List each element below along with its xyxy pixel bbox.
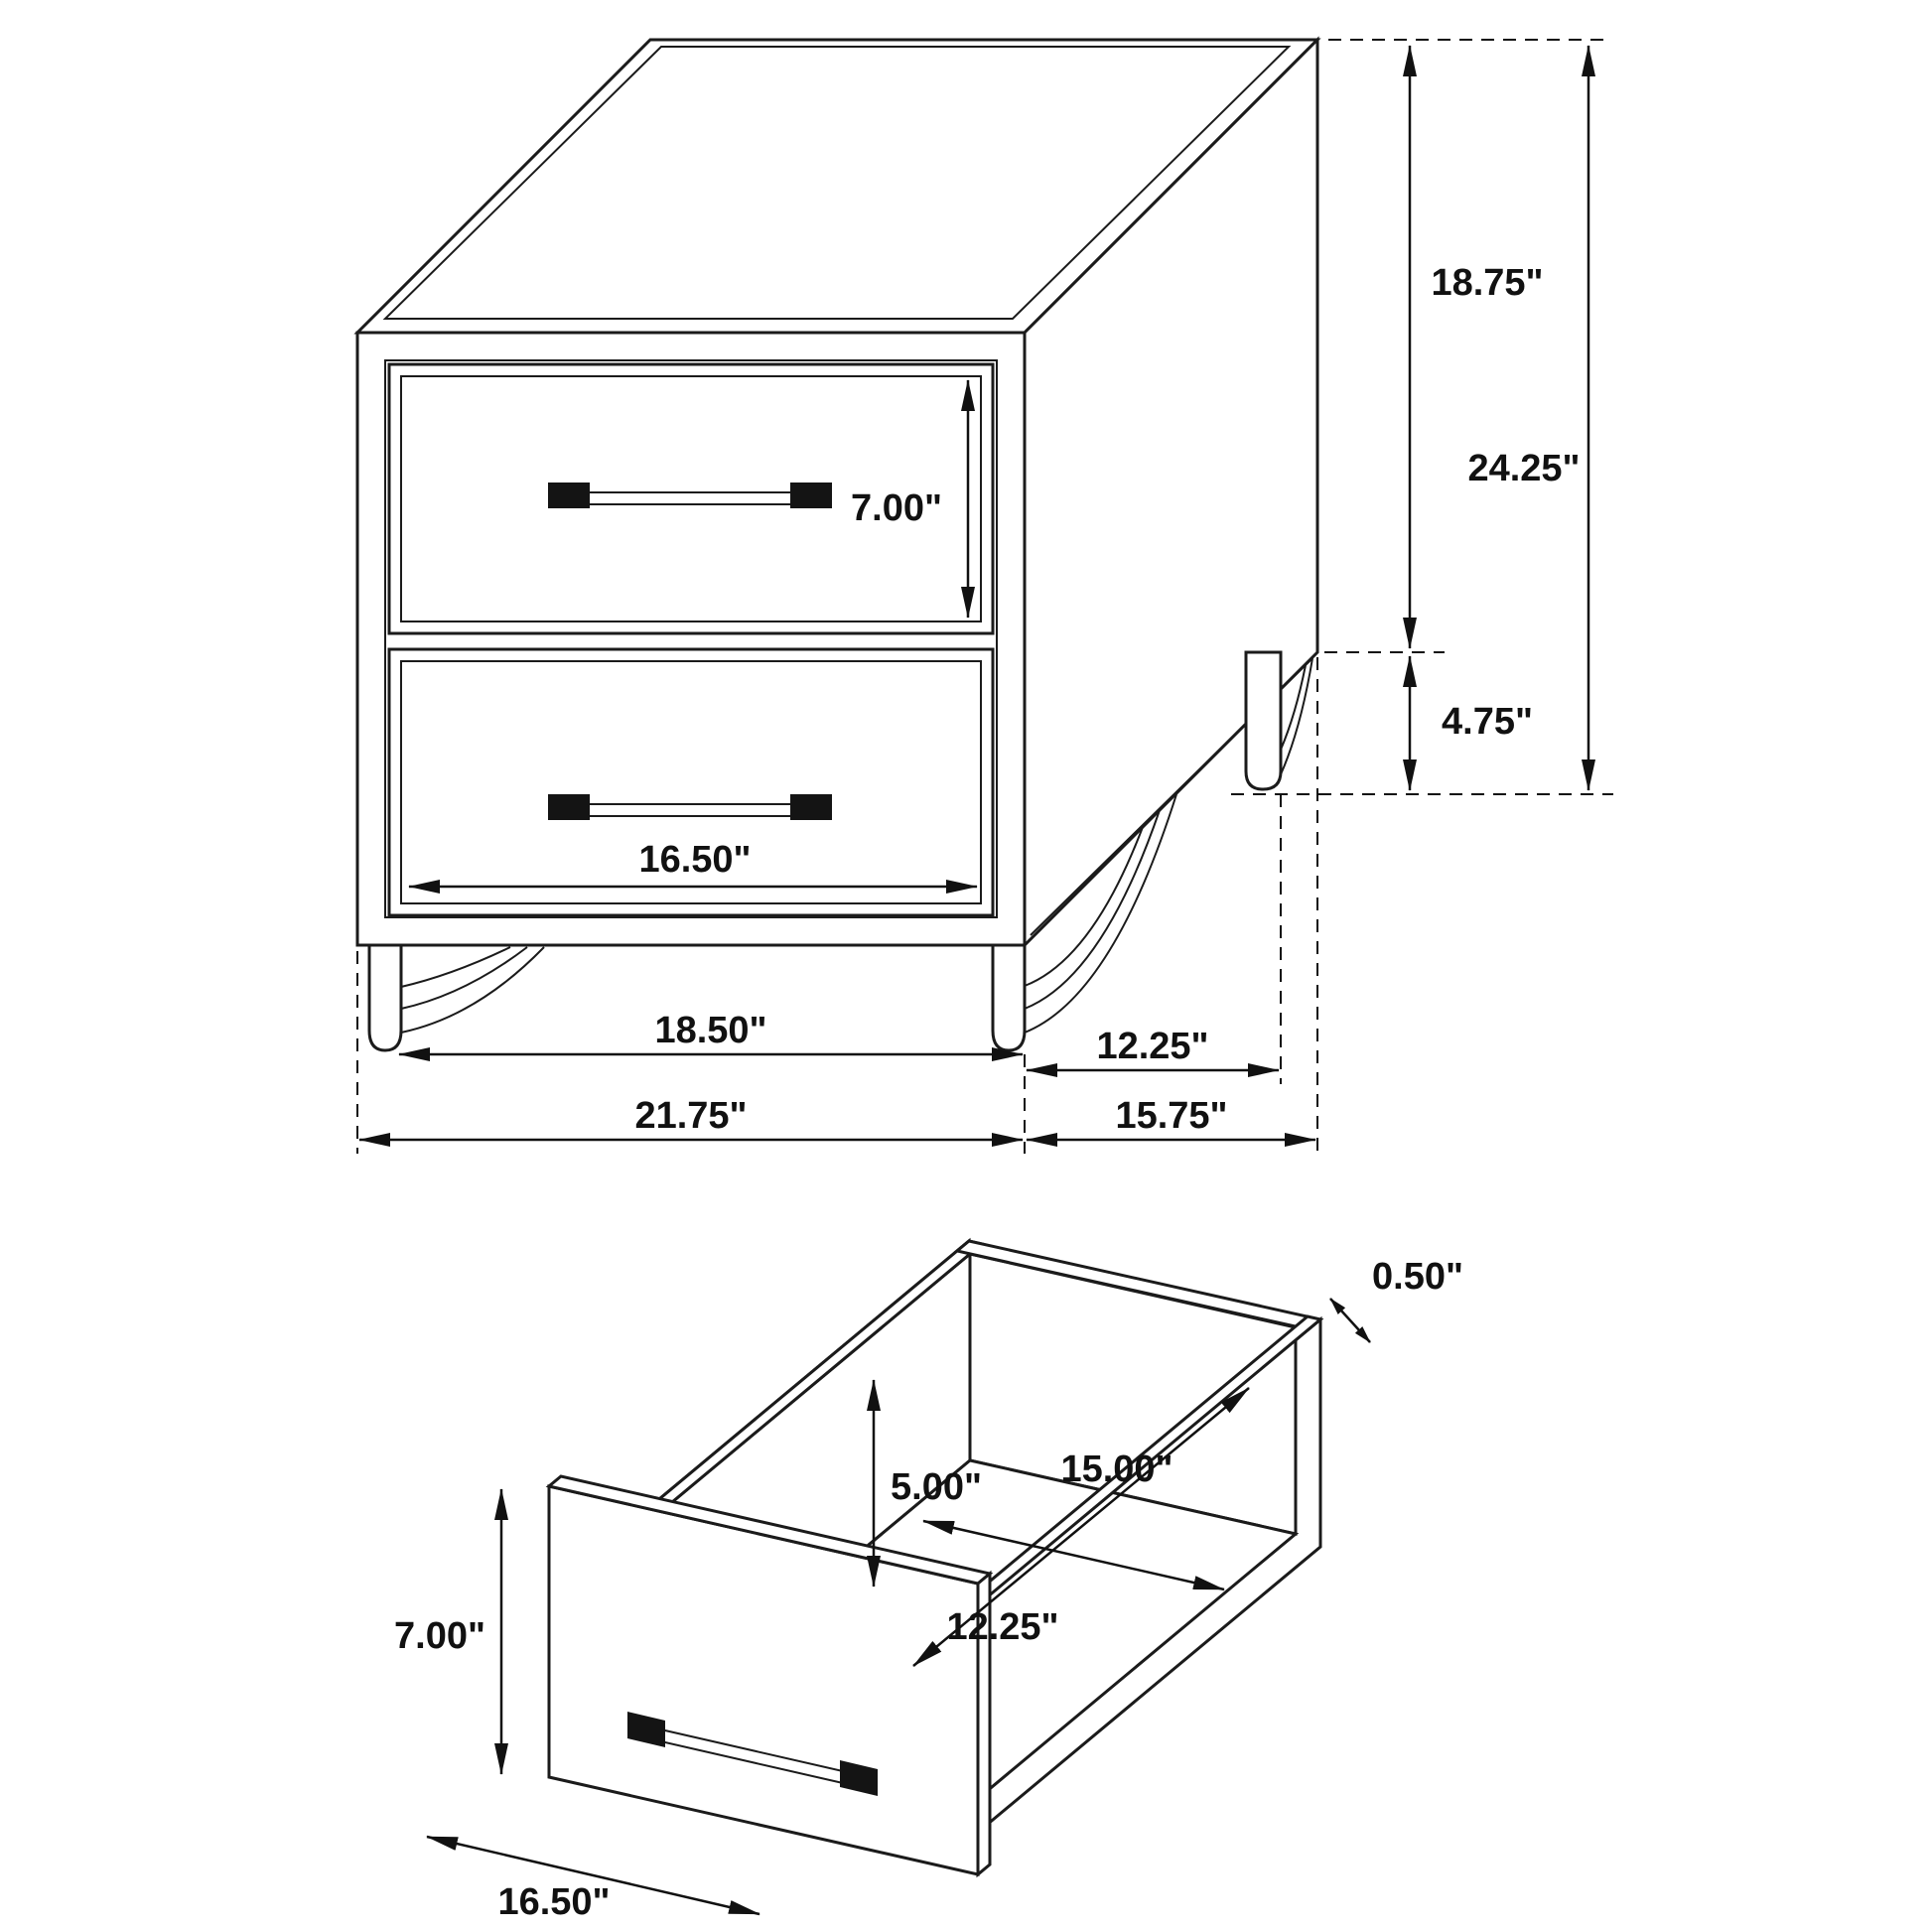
dim-drawer-front-width-arrow bbox=[426, 1835, 760, 1916]
front-right-leg bbox=[991, 943, 1027, 1052]
drawer-handle-left-cap bbox=[627, 1712, 665, 1747]
dim-total-width-label: 21.75" bbox=[634, 1095, 747, 1137]
back-right-leg-brace-1 bbox=[1280, 657, 1313, 775]
nightstand-figure: 18.75" 24.25" 4.75" 7.00" 16.50" 18.50" … bbox=[353, 36, 1613, 1154]
drawer-figure: 7.00" 5.00" 15.00" 12.25" 0.50" 16.50" bbox=[394, 1237, 1463, 1923]
dim-interior-width-label: 12.25" bbox=[946, 1606, 1058, 1648]
dim-interior-depth-label: 15.00" bbox=[1060, 1449, 1173, 1490]
front-left-leg bbox=[367, 943, 403, 1052]
dim-drawer-front-height-label: 7.00" bbox=[394, 1615, 485, 1657]
dim-total-depth-label: 15.75" bbox=[1115, 1095, 1227, 1137]
front-left-leg-brace-1 bbox=[400, 946, 545, 1034]
back-right-leg-brace-2 bbox=[1280, 664, 1307, 751]
dim-upper-height-label: 18.75" bbox=[1431, 262, 1543, 304]
dim-side-leg-span-label: 12.25" bbox=[1096, 1026, 1208, 1067]
dim-interior-height-label: 5.00" bbox=[891, 1466, 982, 1508]
dim-interior-width-arrow bbox=[922, 1519, 1225, 1591]
bottom-drawer-handle-right-cap bbox=[790, 794, 832, 820]
dim-front-leg-span-label: 18.50" bbox=[654, 1010, 766, 1051]
dim-panel-thickness-label: 0.50" bbox=[1372, 1256, 1463, 1298]
bottom-drawer-handle-bar bbox=[555, 803, 825, 817]
front-right-leg-brace-2 bbox=[1024, 809, 1161, 1010]
front-right-leg-brace-3 bbox=[1024, 826, 1144, 987]
dim-drawer-front-width-label: 16.50" bbox=[497, 1881, 610, 1923]
drawer-handle-right-cap bbox=[840, 1760, 878, 1796]
front-left-leg-brace-3 bbox=[400, 946, 511, 988]
dim-total-height-label: 24.25" bbox=[1467, 448, 1580, 489]
dim-drawer-front-height-label: 7.00" bbox=[851, 487, 942, 529]
bottom-drawer-handle-left-cap bbox=[548, 794, 590, 820]
dim-leg-height-label: 4.75" bbox=[1442, 701, 1533, 743]
front-right-leg-brace-1 bbox=[1024, 793, 1177, 1034]
back-right-leg bbox=[1244, 650, 1283, 791]
dim-panel-thickness-arrow bbox=[1329, 1298, 1371, 1343]
top-drawer-handle-bar bbox=[555, 491, 825, 505]
nightstand-top-face-trim bbox=[382, 46, 1292, 320]
top-drawer-handle-left-cap bbox=[548, 483, 590, 508]
bottom-drawer-front-trim bbox=[400, 660, 982, 904]
bottom-drawer-front bbox=[387, 647, 995, 917]
front-left-leg-brace-2 bbox=[400, 946, 528, 1010]
nightstand-front-frame bbox=[384, 359, 998, 918]
top-drawer-handle-right-cap bbox=[790, 483, 832, 508]
dim-drawer-width-label: 16.50" bbox=[638, 839, 751, 881]
top-drawer-front-trim bbox=[400, 375, 982, 622]
